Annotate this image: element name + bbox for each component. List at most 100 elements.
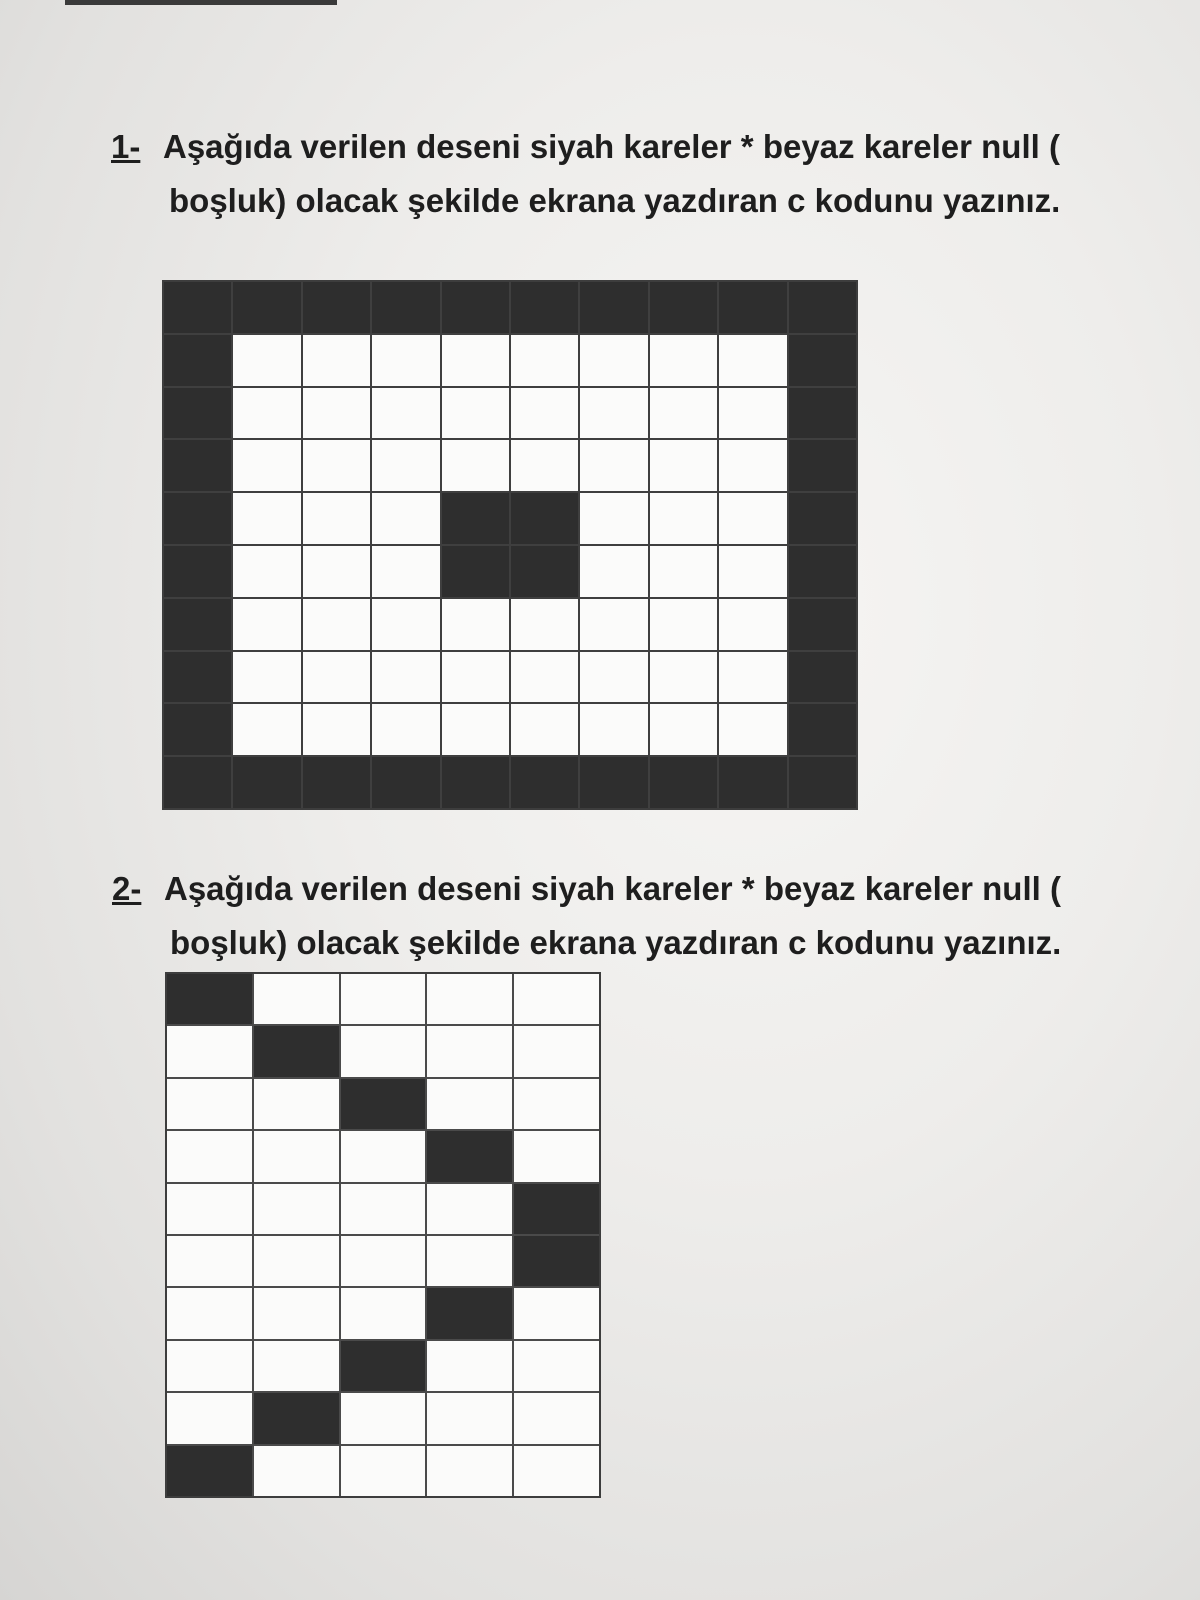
- black-square: [788, 598, 856, 650]
- white-square: [441, 387, 509, 439]
- white-square: [441, 704, 509, 756]
- black-square: [511, 757, 579, 808]
- white-square: [340, 1445, 426, 1496]
- white-square: [167, 1026, 252, 1077]
- white-square: [302, 545, 371, 597]
- white-square: [372, 598, 440, 650]
- white-square: [427, 1183, 513, 1234]
- white-square: [233, 545, 301, 597]
- white-square: [580, 334, 648, 386]
- black-square: [167, 974, 252, 1025]
- white-square: [580, 493, 648, 544]
- white-square: [233, 387, 301, 439]
- white-square: [649, 387, 718, 439]
- black-square: [164, 440, 232, 492]
- white-square: [167, 1236, 252, 1287]
- black-square: [788, 334, 856, 386]
- white-square: [441, 598, 509, 650]
- white-square: [719, 704, 787, 756]
- black-square: [441, 493, 509, 544]
- black-square: [788, 282, 856, 333]
- white-square: [514, 1026, 599, 1077]
- white-square: [580, 651, 648, 703]
- black-square: [788, 704, 856, 756]
- question-1-text-line-2: boşluk) olacak şekilde ekrana yazdıran c…: [169, 182, 1061, 219]
- white-square: [441, 334, 509, 386]
- white-square: [427, 974, 513, 1025]
- black-square: [649, 282, 718, 333]
- black-square: [788, 493, 856, 544]
- white-square: [302, 704, 371, 756]
- black-square: [167, 1445, 252, 1496]
- white-square: [302, 334, 371, 386]
- white-square: [427, 1393, 513, 1444]
- white-square: [580, 704, 648, 756]
- pattern-grid-2: [165, 972, 601, 1498]
- white-square: [719, 598, 787, 650]
- question-2-text-line-2: boşluk) olacak şekilde ekrana yazdıran c…: [170, 924, 1062, 961]
- white-square: [580, 387, 648, 439]
- white-square: [649, 440, 718, 492]
- white-square: [511, 651, 579, 703]
- white-square: [514, 1288, 599, 1339]
- white-square: [427, 1236, 513, 1287]
- white-square: [340, 1183, 426, 1234]
- white-square: [514, 1078, 599, 1130]
- black-square: [427, 1288, 513, 1339]
- white-square: [580, 545, 648, 597]
- white-square: [372, 704, 440, 756]
- black-square: [427, 1131, 513, 1182]
- black-square: [164, 545, 232, 597]
- white-square: [253, 1445, 339, 1496]
- black-square: [164, 493, 232, 544]
- black-square: [372, 282, 440, 333]
- white-square: [233, 493, 301, 544]
- black-square: [164, 334, 232, 386]
- black-square: [441, 545, 509, 597]
- question-2-line-1: 2-Aşağıda verilen deseni siyah kareler *…: [112, 862, 1061, 916]
- question-1-text-line-1: Aşağıda verilen deseni siyah kareler * b…: [163, 128, 1060, 165]
- black-square: [164, 387, 232, 439]
- white-square: [427, 1340, 513, 1392]
- black-square: [788, 387, 856, 439]
- white-square: [649, 704, 718, 756]
- white-square: [167, 1078, 252, 1130]
- question-2: 2-Aşağıda verilen deseni siyah kareler *…: [112, 862, 1062, 970]
- black-square: [649, 757, 718, 808]
- white-square: [514, 1340, 599, 1392]
- black-square: [514, 1183, 599, 1234]
- top-rule: [65, 0, 337, 5]
- white-square: [340, 974, 426, 1025]
- black-square: [372, 757, 440, 808]
- white-square: [253, 1183, 339, 1234]
- white-square: [441, 440, 509, 492]
- question-1-number: 1-: [111, 128, 141, 165]
- white-square: [167, 1288, 252, 1339]
- white-square: [253, 1078, 339, 1130]
- question-1-line-1: 1- Aşağıda verilen deseni siyah kareler *…: [111, 120, 1060, 174]
- black-square: [511, 545, 579, 597]
- black-square: [253, 1026, 339, 1077]
- black-square: [719, 757, 787, 808]
- black-square: [253, 1393, 339, 1444]
- black-square: [580, 757, 648, 808]
- white-square: [167, 1183, 252, 1234]
- white-square: [302, 598, 371, 650]
- black-square: [511, 282, 579, 333]
- black-square: [719, 282, 787, 333]
- black-square: [164, 757, 232, 808]
- black-square: [580, 282, 648, 333]
- black-square: [788, 757, 856, 808]
- white-square: [253, 1340, 339, 1392]
- white-square: [511, 598, 579, 650]
- black-square: [441, 282, 509, 333]
- black-square: [441, 757, 509, 808]
- white-square: [511, 334, 579, 386]
- white-square: [302, 493, 371, 544]
- white-square: [340, 1288, 426, 1339]
- white-square: [441, 651, 509, 703]
- black-square: [164, 598, 232, 650]
- white-square: [719, 440, 787, 492]
- black-square: [233, 757, 301, 808]
- white-square: [649, 545, 718, 597]
